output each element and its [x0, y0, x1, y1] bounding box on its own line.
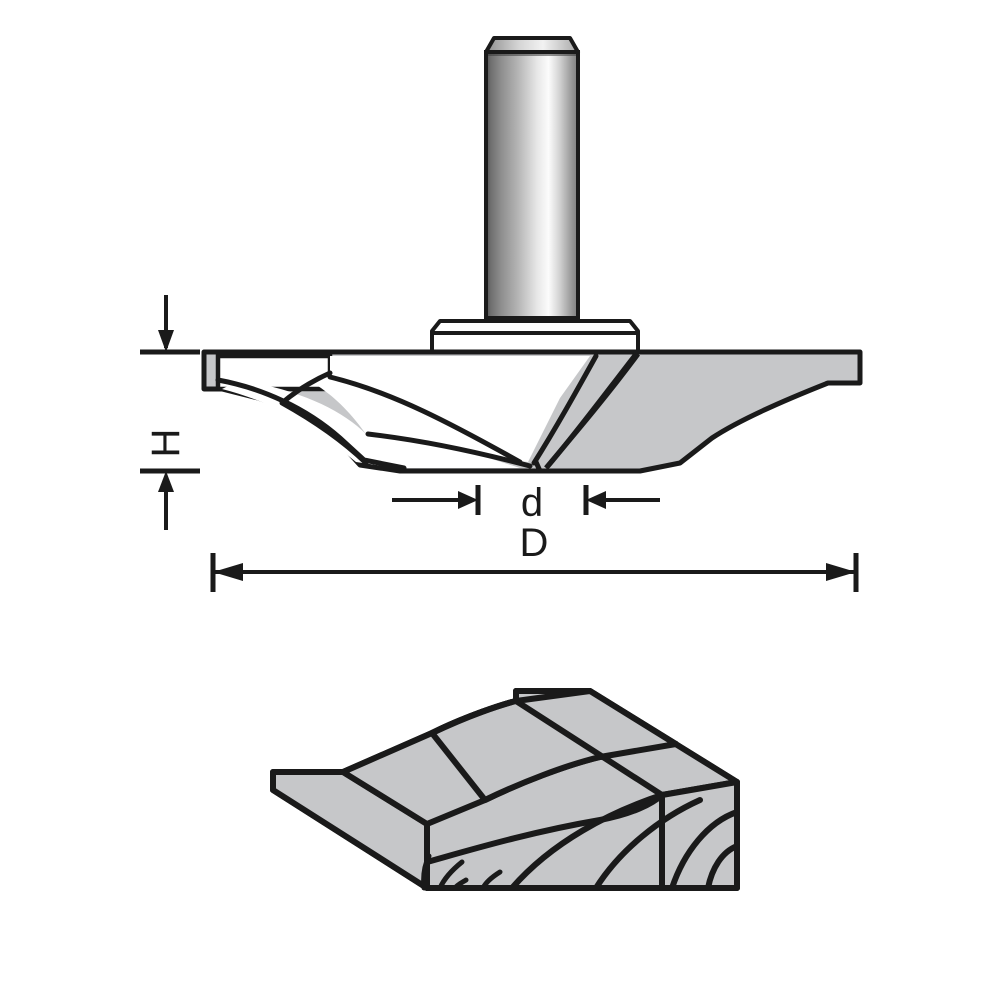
bigd-left-arrowhead: [213, 563, 243, 581]
dimension-d: d: [392, 481, 660, 525]
shank: [484, 50, 580, 320]
d-right-arrowhead: [586, 491, 606, 509]
d-left-arrowhead: [458, 491, 478, 509]
shank-group: [484, 36, 580, 320]
cutter-body-group: [201, 349, 863, 474]
dimension-d-large-label: D: [520, 521, 549, 565]
ogee-crest-line: [429, 699, 515, 736]
end-grain-arcs: [509, 792, 740, 891]
h-upper-arrowhead: [158, 330, 174, 352]
collar-hub: [430, 319, 640, 354]
panel-parting-line: [597, 741, 679, 760]
dimension-d-label: d: [521, 481, 543, 525]
collar-body: [430, 319, 640, 354]
bigd-right-arrowhead: [826, 563, 856, 581]
dimension-h: H: [140, 295, 200, 530]
front-cove-sweep: [424, 792, 665, 865]
dimension-h-label: H: [144, 429, 188, 458]
h-lower-arrowhead: [158, 471, 174, 492]
dimension-d-large: D: [210, 521, 859, 592]
left-edge-undercut: [222, 380, 520, 468]
shank-chamfer-cap: [484, 36, 580, 54]
right-body-edge: [544, 352, 641, 470]
raised-panel-profile-sample: [270, 688, 740, 891]
router-bit-elevation: [201, 36, 863, 474]
